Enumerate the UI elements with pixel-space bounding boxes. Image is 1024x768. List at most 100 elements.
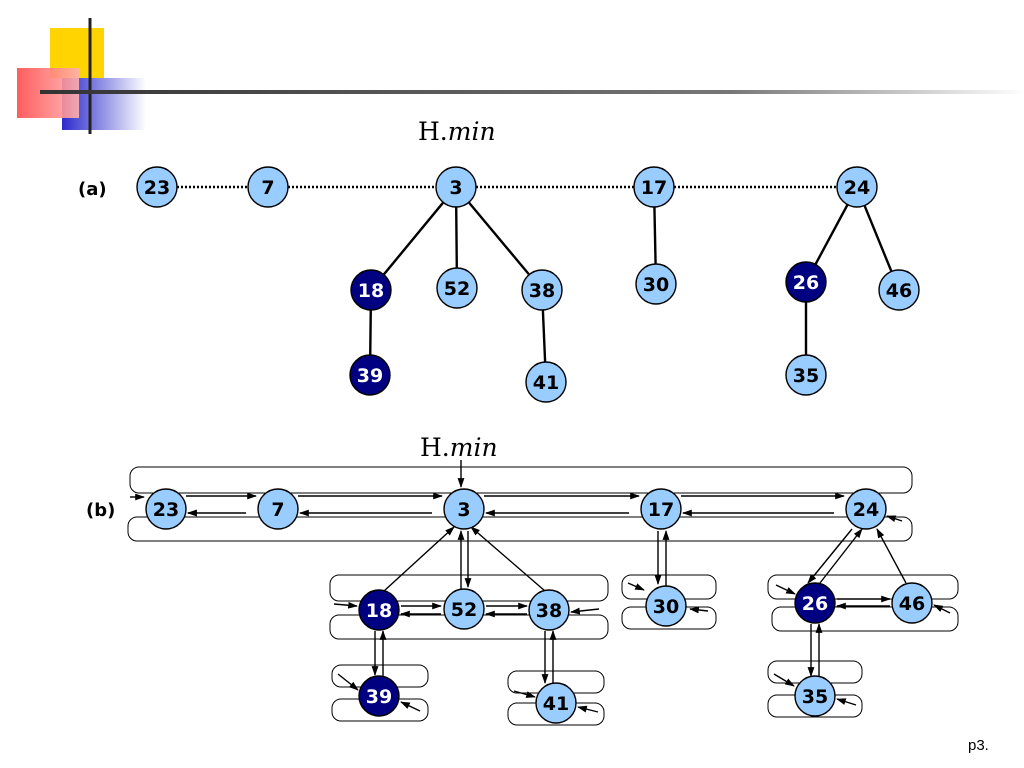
node-key: 23 — [153, 499, 179, 521]
node-circle — [443, 488, 485, 530]
tree-edge — [863, 205, 893, 272]
node-key: 24 — [853, 499, 879, 521]
node-circle — [845, 488, 887, 530]
node-key: 18 — [366, 600, 392, 622]
heap-node-41: 41 — [525, 361, 567, 403]
loop-entry-pointer — [577, 705, 599, 713]
node-key: 17 — [641, 177, 667, 199]
loop-entry-pointer — [689, 606, 709, 614]
heap-node-35: 35 — [794, 675, 836, 717]
heap-panel-a: 3 7 17 18 23 24 26 30 35 38 39 41 46 52 — [136, 166, 920, 403]
node-circle — [645, 585, 687, 627]
heap-node-23: 23 — [136, 166, 178, 208]
node-key: 35 — [802, 686, 828, 708]
heap-node-26: 26 — [785, 261, 827, 303]
node-circle — [794, 582, 836, 624]
panel-label-b: (b) — [86, 500, 115, 521]
tree-edge — [814, 204, 849, 265]
node-circle — [521, 269, 563, 311]
loop-entry-pointer — [400, 701, 421, 712]
node-key: 26 — [793, 272, 819, 294]
heap-node-24: 24 — [836, 166, 878, 208]
heap-node-26: 26 — [794, 582, 836, 624]
node-circle — [633, 166, 675, 208]
tree-edge — [541, 309, 547, 363]
node-key: 30 — [653, 596, 679, 618]
heap-node-30: 30 — [645, 585, 687, 627]
node-circle — [794, 675, 836, 717]
heap-panel-b: 3 7 17 18 23 24 26 30 35 38 39 41 46 52 — [127, 460, 959, 726]
heap-node-38: 38 — [521, 269, 563, 311]
child-list-loop-bottom-24 — [771, 606, 959, 632]
node-key: 41 — [543, 693, 569, 715]
node-key: 30 — [643, 274, 669, 296]
node-key: 23 — [144, 177, 170, 199]
node-key: 24 — [844, 177, 870, 199]
node-key: 26 — [802, 593, 828, 615]
tree-edge — [382, 201, 445, 276]
node-key: 41 — [533, 372, 559, 394]
node-key: 7 — [271, 499, 284, 521]
page-number: p3. — [968, 737, 989, 754]
node-key: 18 — [358, 280, 384, 302]
tree-edge — [653, 206, 657, 265]
root-list-loop-bottom — [127, 516, 913, 542]
tree-edge — [454, 206, 459, 269]
loop-entry-pointer — [886, 515, 903, 523]
child-pointer — [807, 528, 853, 584]
heap-node-46: 46 — [891, 582, 933, 624]
loop-entry-pointer — [513, 690, 536, 698]
heap-node-18: 18 — [350, 269, 392, 311]
heap-node-7: 7 — [247, 166, 289, 208]
heap-node-30: 30 — [635, 263, 677, 305]
heap-node-52: 52 — [436, 267, 478, 309]
node-key: 46 — [886, 280, 912, 302]
loop-entry-pointer — [337, 673, 359, 691]
title-rule — [40, 90, 1024, 94]
heap-node-7: 7 — [257, 488, 299, 530]
heap-node-3: 3 — [443, 488, 485, 530]
node-circle — [350, 269, 392, 311]
node-key: 38 — [536, 600, 562, 622]
loop-entry-pointer — [570, 607, 600, 615]
node-circle — [525, 361, 567, 403]
node-circle — [358, 589, 400, 631]
node-key: 3 — [457, 499, 470, 521]
heap-node-18: 18 — [358, 589, 400, 631]
heap-node-39: 39 — [349, 354, 391, 396]
node-circle — [443, 588, 485, 630]
parent-pointer — [383, 526, 455, 592]
node-circle — [136, 166, 178, 208]
heap-node-52: 52 — [443, 588, 485, 630]
node-key: 38 — [529, 280, 555, 302]
node-key: 39 — [357, 365, 383, 387]
heap-node-35: 35 — [785, 354, 827, 396]
parent-pointer — [470, 526, 546, 592]
node-circle — [358, 675, 400, 717]
node-key: 46 — [899, 593, 925, 615]
node-key: 3 — [449, 177, 462, 199]
node-circle — [891, 582, 933, 624]
node-circle — [528, 589, 570, 631]
root-list-loop-top — [129, 466, 913, 494]
node-circle — [878, 269, 920, 311]
node-circle — [785, 261, 827, 303]
node-circle — [836, 166, 878, 208]
heap-node-23: 23 — [145, 488, 187, 530]
loop-entry-pointer — [933, 604, 951, 614]
node-circle — [436, 267, 478, 309]
loop-entry-pointer — [333, 601, 358, 609]
parent-pointer — [819, 528, 863, 584]
heap-node-3: 3 — [435, 166, 477, 208]
loop-entry-pointer — [775, 584, 796, 595]
node-key: 17 — [648, 499, 674, 521]
tree-edge — [467, 201, 531, 276]
heap-node-39: 39 — [358, 675, 400, 717]
heap-node-46: 46 — [878, 269, 920, 311]
heap-node-41: 41 — [535, 682, 577, 724]
heap-node-24: 24 — [845, 488, 887, 530]
parent-pointer — [876, 528, 907, 584]
loop-entry-pointer — [836, 698, 857, 706]
node-circle — [535, 682, 577, 724]
